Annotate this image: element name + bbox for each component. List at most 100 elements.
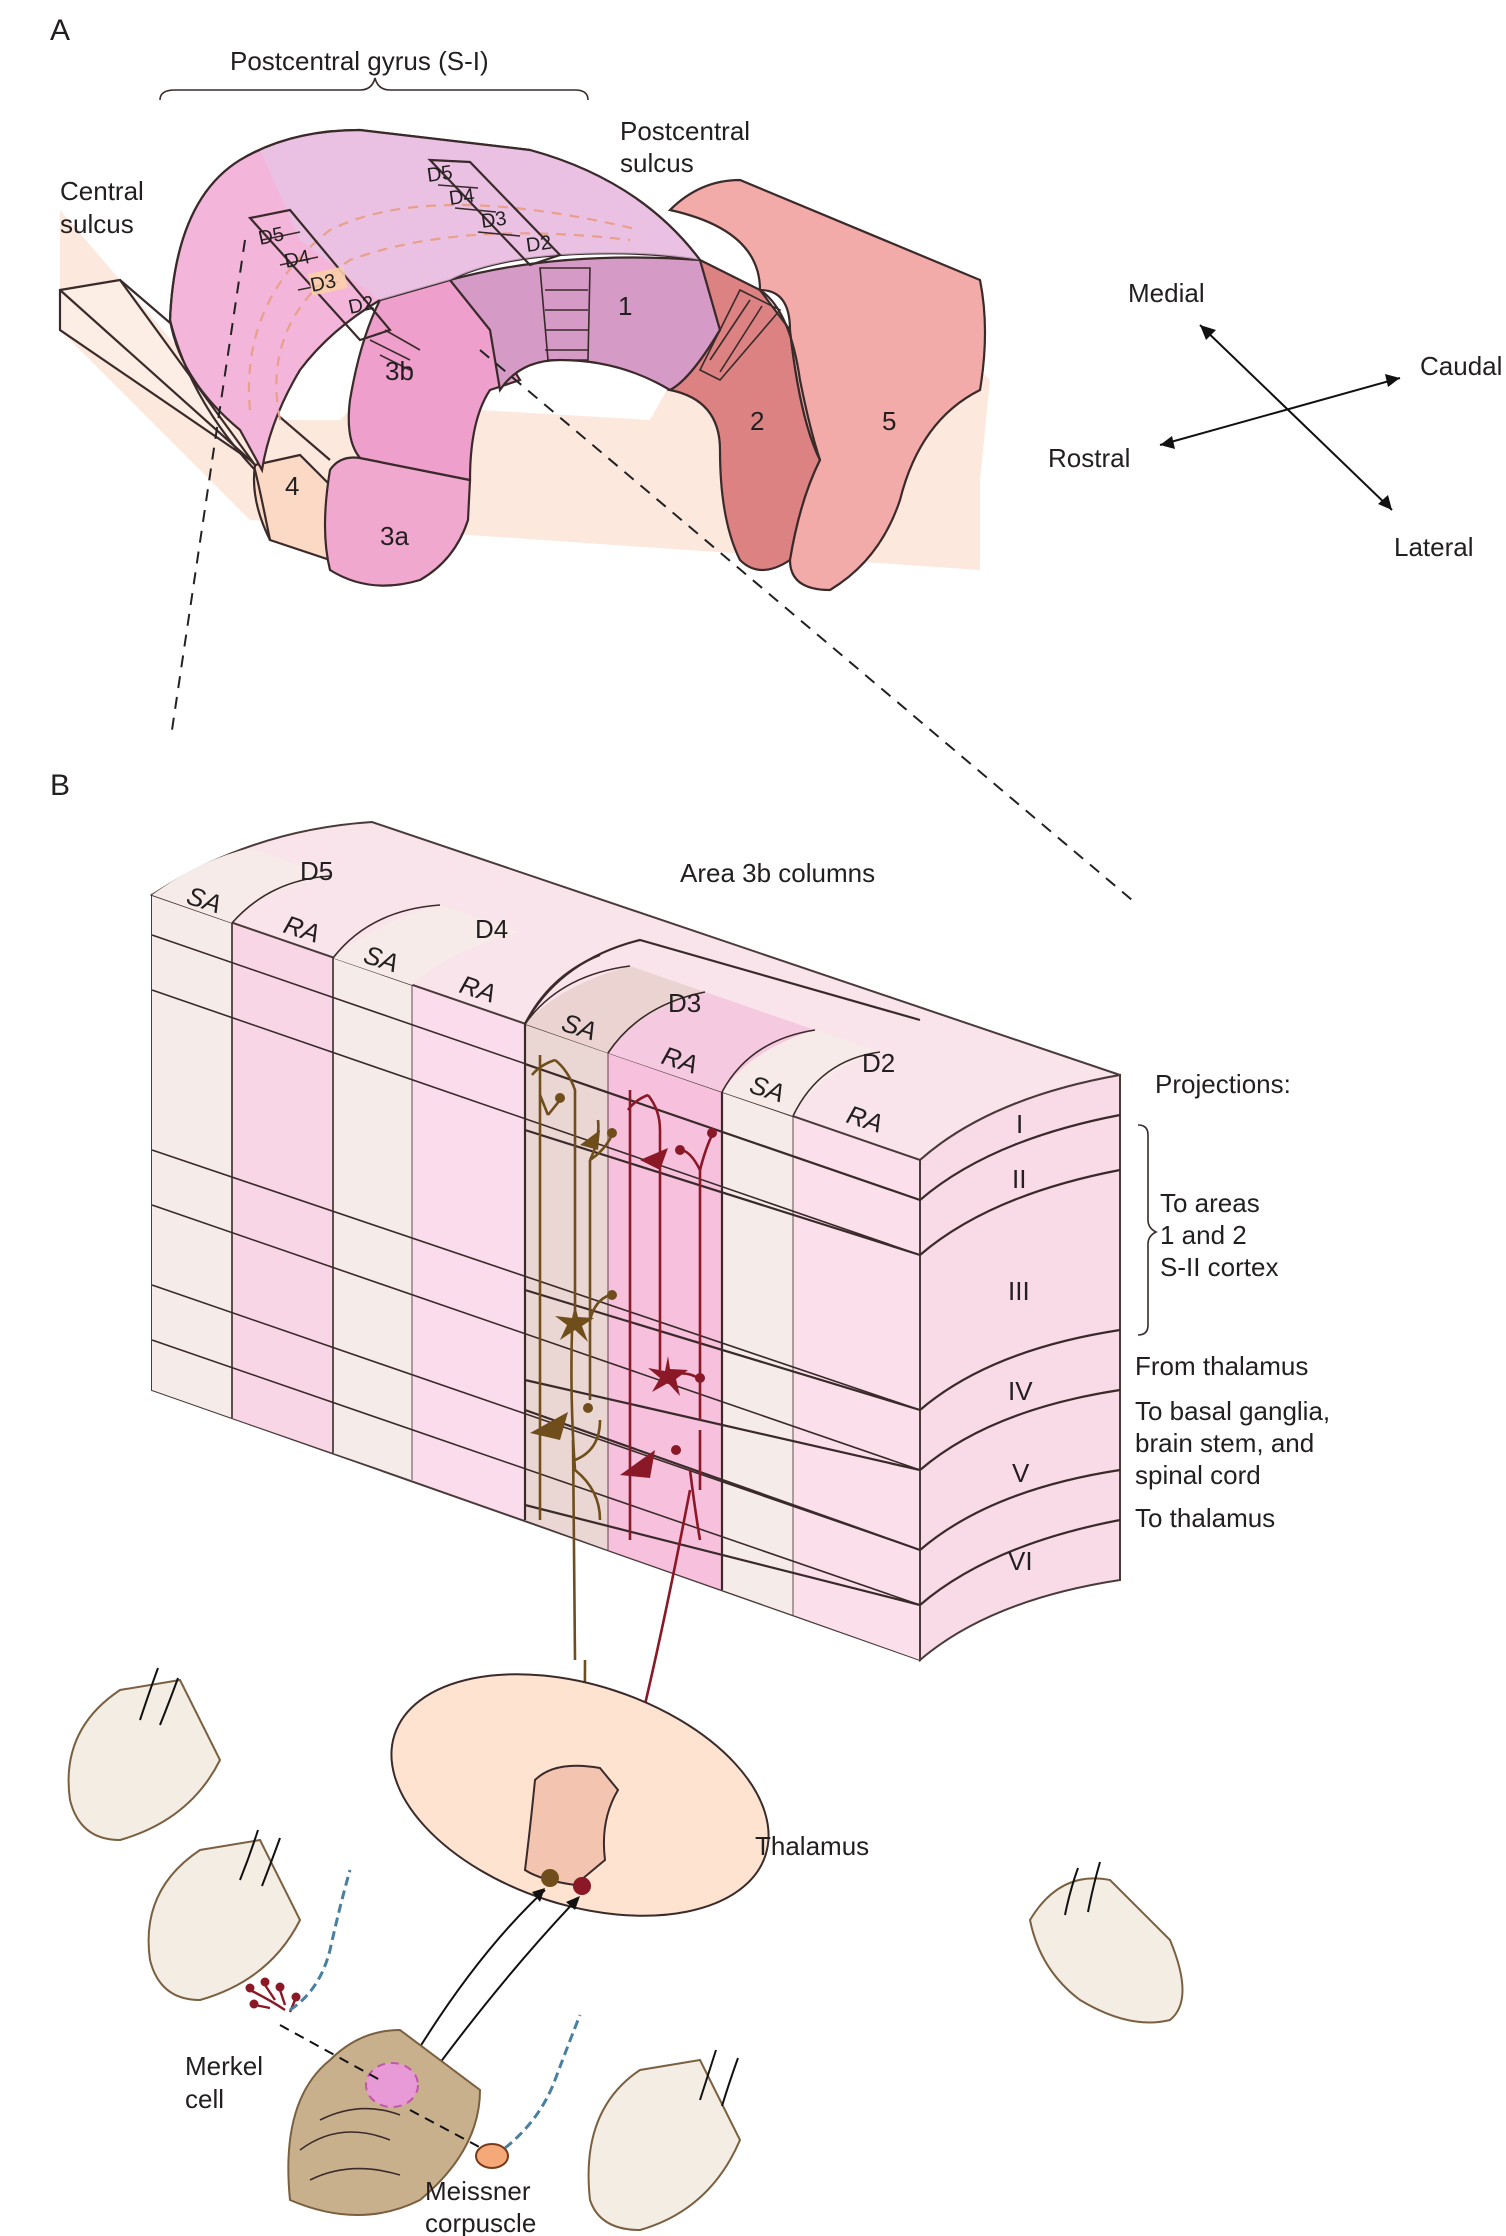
rostral-caudal-axis	[1159, 377, 1401, 446]
digit-1-d4: D4	[448, 185, 476, 210]
digit-strip-1: D5 D4 D3 D2	[426, 158, 591, 361]
digit-3b-d3: D3	[308, 270, 338, 297]
area-3b-region	[347, 278, 522, 482]
afferent-ra-arrowhead	[566, 1896, 580, 1910]
fingertip-bottom-mid	[587, 2049, 742, 2232]
d3-sa-band	[525, 1024, 608, 1550]
ra-neurons	[586, 1090, 717, 1887]
top-d5-sa	[152, 848, 330, 923]
gyrus-label: Postcentral gyrus (S-I)	[230, 46, 489, 76]
area-5-region	[667, 178, 987, 592]
sa-soma-pyramidal-5	[530, 1412, 568, 1440]
sa-neurons	[530, 1055, 617, 1879]
ra-soma-layer4	[648, 1356, 688, 1396]
projections-heading: Projections:	[1155, 1069, 1291, 1099]
digit-3b-d4: D4	[282, 246, 312, 273]
d4-label: D4	[475, 914, 508, 944]
medial-lateral-axis	[1199, 324, 1393, 511]
area-3a-region	[323, 456, 472, 587]
layer-iv-label: IV	[1008, 1376, 1033, 1406]
proj-basal-1: To basal ganglia,	[1135, 1396, 1330, 1426]
rostral-arrowhead	[1160, 436, 1175, 449]
meissner-capsule	[475, 2143, 509, 2169]
proj-areas-3: S-II cortex	[1160, 1252, 1278, 1282]
ra-bouton-4	[671, 1445, 681, 1455]
area-4-label: 4	[285, 471, 299, 501]
area-2-label: 2	[750, 406, 764, 436]
d3-ra-band	[608, 1053, 722, 1590]
area-3a-label: 3a	[380, 521, 409, 551]
thalamus-sa-relay	[541, 1869, 559, 1887]
sa-bouton-1	[555, 1093, 565, 1103]
top-d3-left-edge	[524, 953, 601, 1025]
afferent-sa-arrowhead	[532, 1888, 545, 1902]
ra-soma-pyramidal-5	[620, 1450, 655, 1478]
receptive-field-circle	[365, 2062, 419, 2108]
afferent-ra-line	[419, 1897, 579, 2091]
zoom-line-right	[479, 349, 1133, 901]
panel-b-letter: B	[50, 769, 70, 802]
digit-3b-d3-highlight	[308, 266, 348, 296]
layer-vi-label: VI	[1008, 1546, 1033, 1576]
digit-3b-d5: D5	[256, 223, 286, 250]
panel-a-letter: A	[50, 14, 70, 47]
thalamus-ra-relay	[573, 1877, 591, 1895]
digit-strip-3b: D5 D4 D3 D2	[247, 208, 421, 371]
merkel-disc-3	[275, 1982, 285, 1992]
medial-arrowhead	[1200, 325, 1216, 340]
gyrus-left-wall	[168, 319, 272, 541]
postcentral-sulcus-label-1: Postcentral	[620, 116, 750, 146]
d2-label: D2	[862, 1048, 895, 1078]
digit-1-d5: D5	[426, 162, 454, 187]
sa-soma-layer4	[555, 1305, 594, 1342]
central-sulcus-bank	[58, 278, 256, 466]
merkel-disc-4	[291, 1992, 301, 2002]
fingertip-right	[1028, 1861, 1184, 2024]
top-d2-sa	[722, 1030, 880, 1116]
area-1-label: 1	[618, 291, 632, 321]
sa-soma-pyramidal-2	[580, 1130, 600, 1150]
area-3b-label: 3b	[385, 356, 414, 386]
layer-iii-label: III	[1008, 1276, 1030, 1306]
gyrus-outline	[168, 128, 701, 321]
proj-areas-2: 1 and 2	[1160, 1220, 1247, 1250]
projections-brace	[1137, 1124, 1158, 1336]
merkel-disc-1	[245, 1983, 255, 1993]
meissner-fiber	[504, 2014, 582, 2150]
d4-ra-band	[412, 985, 525, 1520]
proj-basal-3: spinal cord	[1135, 1460, 1261, 1490]
merkel-fiber	[289, 1869, 352, 2012]
central-sulcus-label-1: Central	[60, 176, 144, 206]
fingertip-mid-left	[147, 1829, 302, 2002]
central-sulcus-label-2: sulcus	[60, 209, 134, 239]
top-d3-ra	[608, 992, 815, 1092]
proj-areas-1: To areas	[1160, 1188, 1260, 1218]
layer-lines-front	[151, 934, 921, 1607]
caudal-arrowhead	[1385, 374, 1400, 387]
merkel-cell-receptor	[245, 1869, 381, 2081]
ra-bouton-3	[695, 1373, 705, 1383]
caudal-label: Caudal	[1420, 351, 1502, 381]
proj-to-thalamus: To thalamus	[1135, 1503, 1275, 1533]
digit-1-d3: D3	[480, 208, 508, 233]
d4-sa-band	[333, 958, 412, 1480]
meissner-label-1: Meissner	[425, 2176, 531, 2206]
layer-v-label: V	[1012, 1458, 1030, 1488]
sa-bouton-4	[583, 1403, 593, 1413]
central-sulcus-bank-edge	[59, 289, 251, 461]
ra-soma-pyramidal-2	[640, 1148, 668, 1170]
area-5-label: 5	[882, 406, 896, 436]
top-d3-sa	[525, 966, 705, 1053]
medial-label: Medial	[1128, 278, 1205, 308]
fingertip-top-left	[67, 1667, 222, 1842]
panel-b: B Area 3b columns	[50, 769, 1330, 2236]
meissner-label-2: corpuscle	[425, 2208, 536, 2236]
lateral-arrowhead	[1378, 495, 1392, 510]
layer-ii-label: II	[1012, 1164, 1026, 1194]
proj-basal-2: brain stem, and	[1135, 1428, 1314, 1458]
dashed-boundary-2	[275, 232, 631, 421]
ra-bouton-1	[707, 1128, 717, 1138]
layer-lines-side	[919, 1113, 1121, 1606]
meissner-corpuscle-receptor	[409, 2014, 582, 2169]
